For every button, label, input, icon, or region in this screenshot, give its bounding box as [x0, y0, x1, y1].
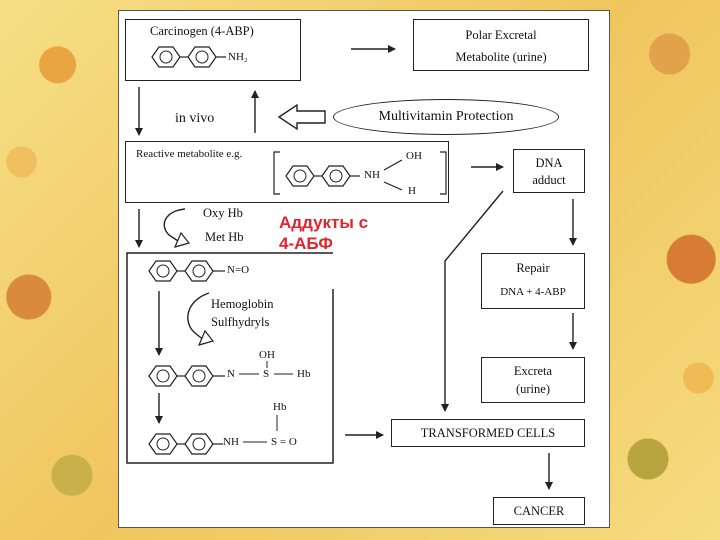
reactive-title: Reactive metabolite e.g. — [136, 148, 243, 160]
carcinogen-title: Carcinogen (4-ABP) — [150, 24, 254, 38]
sulfinamide-s: S = O — [271, 436, 297, 448]
carcinogen-box: Carcinogen (4-ABP) NH₂ — [125, 19, 301, 81]
polar-line2: Metabolite (urine) — [455, 50, 547, 64]
sulfenamide-oh: OH — [259, 349, 275, 361]
reactive-h: H — [408, 185, 416, 197]
dna-adduct-box: DNA adduct — [513, 149, 585, 193]
diagram-slide: Carcinogen (4-ABP) NH₂ Polar Excretal Me… — [118, 10, 610, 528]
cancer-label: CANCER — [513, 504, 565, 518]
oxy-hb-label: Oxy Hb — [203, 206, 243, 220]
excreta-line1: Excreta — [513, 364, 553, 378]
hemoglobin-line1: Hemoglobin — [211, 297, 274, 311]
sulfinamide-biphenyl-icon — [148, 433, 223, 455]
in-vivo-label: in vivo — [175, 111, 215, 126]
dna-adduct-line1: DNA — [535, 156, 563, 170]
multivitamin-label: Multivitamin Protection — [378, 109, 514, 124]
reactive-metabolite-box: Reactive metabolite e.g. NH OH H — [125, 141, 449, 203]
russian-label-line2: 4-АБФ — [279, 233, 333, 253]
sulfinamide-hb: Hb — [273, 401, 287, 413]
polar-line1: Polar Excretal — [465, 28, 537, 42]
multivitamin-ellipse: Multivitamin Protection — [333, 99, 559, 135]
transformed-cells-box: TRANSFORMED CELLS — [391, 419, 585, 447]
carcinogen-amine-group: NH₂ — [228, 51, 248, 63]
reactive-structure-bracket-icon — [273, 151, 447, 195]
nitroso-group: N=O — [227, 264, 250, 276]
reactive-oh: OH — [406, 150, 422, 162]
sulfenamide-s: S — [263, 368, 270, 380]
sulfenamide-biphenyl-icon — [148, 365, 225, 387]
russian-adduct-label: Аддукты с 4-АБФ — [279, 213, 368, 254]
sulfenamide-n: N — [227, 368, 235, 380]
repair-line1: Repair — [516, 261, 550, 275]
reactive-nh: NH — [364, 169, 380, 181]
nitroso-biphenyl-icon — [148, 260, 225, 282]
met-hb-label: Met Hb — [205, 230, 244, 244]
repair-line2: DNA + 4-ABP — [500, 286, 566, 298]
excreta-box: Excreta (urine) — [481, 357, 585, 403]
hemoglobin-line2: Sulfhydryls — [211, 315, 270, 329]
sulfinamide-nh: NH — [223, 436, 239, 448]
polar-metabolite-box: Polar Excretal Metabolite (urine) — [413, 19, 589, 71]
russian-label-line1: Аддукты с — [279, 213, 369, 232]
sulfenamide-hb: Hb — [297, 368, 311, 380]
excreta-line2: (urine) — [515, 382, 550, 396]
biphenyl-ring-icon — [151, 46, 226, 68]
dna-adduct-line2: adduct — [532, 173, 566, 187]
transformed-cells-label: TRANSFORMED CELLS — [420, 426, 556, 440]
cancer-box: CANCER — [493, 497, 585, 525]
repair-box: Repair DNA + 4-ABP — [481, 253, 585, 309]
